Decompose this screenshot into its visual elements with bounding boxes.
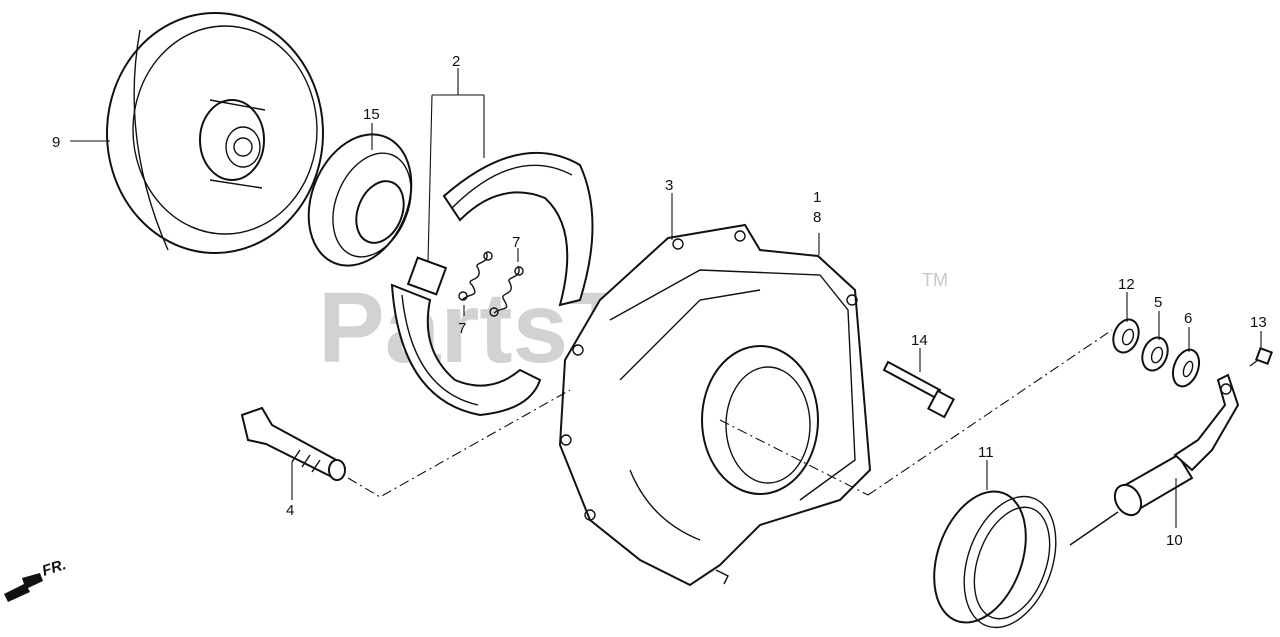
front-arrow-icon xyxy=(4,573,43,602)
callout-leaders xyxy=(70,68,1262,528)
assembly-line-bolt xyxy=(719,419,869,496)
bearing-part[interactable] xyxy=(290,119,430,281)
callout-15: 15 xyxy=(363,106,380,123)
washer-12-part[interactable] xyxy=(1109,316,1143,356)
shaft-part[interactable] xyxy=(240,406,346,481)
brake-drum-part[interactable] xyxy=(106,12,324,254)
callout-6: 6 xyxy=(1184,310,1192,327)
brake-panel-housing-part[interactable] xyxy=(558,223,872,587)
callout-14: 14 xyxy=(911,332,928,349)
callout-2: 2 xyxy=(452,53,460,70)
callout-4: 4 xyxy=(286,502,294,519)
callouts: 9 15 2 7 7 3 1 8 14 12 5 6 13 11 10 4 xyxy=(52,53,1267,549)
callout-12: 12 xyxy=(1118,276,1135,293)
callout-5: 5 xyxy=(1154,294,1162,311)
callout-9: 9 xyxy=(52,134,60,151)
screw-part[interactable] xyxy=(1249,347,1273,367)
spring-left-part[interactable] xyxy=(458,251,493,301)
callout-3: 3 xyxy=(665,177,673,194)
assembly-line-shaft xyxy=(347,389,571,498)
callout-8: 8 xyxy=(813,209,821,226)
callout-7-lower: 7 xyxy=(458,320,466,337)
callout-1: 1 xyxy=(813,189,821,206)
brake-shoe-set-part[interactable] xyxy=(390,152,594,417)
assembly-line-washers xyxy=(867,329,1113,496)
callout-13: 13 xyxy=(1250,314,1267,331)
brake-cam-lever-part[interactable] xyxy=(1069,373,1240,546)
front-label: FR. xyxy=(40,556,68,580)
spring-right-part[interactable] xyxy=(489,265,524,317)
callout-11: 11 xyxy=(978,444,994,461)
bolt-part[interactable] xyxy=(882,360,955,419)
front-direction-indicator: FR. xyxy=(4,556,68,602)
washer-5-part[interactable] xyxy=(1138,334,1172,374)
callout-10: 10 xyxy=(1166,532,1183,549)
seal-part[interactable] xyxy=(917,479,1072,637)
washer-6-part[interactable] xyxy=(1168,346,1204,390)
watermark-trademark: TM xyxy=(922,270,948,290)
callout-7-upper: 7 xyxy=(512,234,520,251)
